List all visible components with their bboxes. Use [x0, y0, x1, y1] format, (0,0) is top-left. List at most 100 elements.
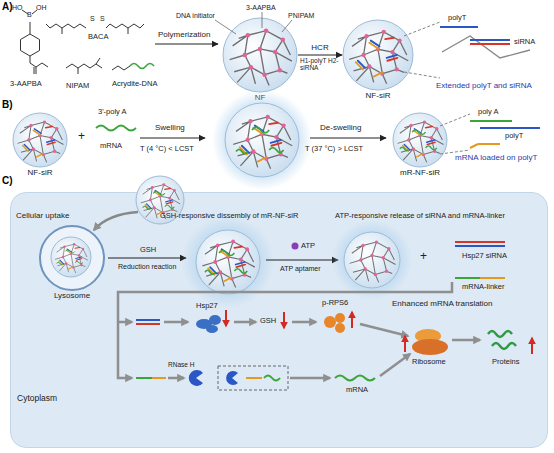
text-label: BACA — [88, 33, 108, 41]
text-label: Hsp27 — [196, 302, 218, 310]
text-label: PNIPAM — [288, 12, 314, 19]
polymerization-arrow — [155, 43, 218, 44]
particle — [51, 237, 91, 277]
particle-body — [393, 113, 447, 167]
text-label: OH — [36, 4, 47, 11]
nanoparticle: NF-siR — [12, 112, 68, 168]
mrna-strand — [96, 126, 136, 131]
hydrogel-network — [202, 240, 254, 288]
deswelling-arrow — [310, 137, 386, 138]
sirna-icon — [136, 323, 160, 325]
text-label: + — [78, 130, 85, 143]
aapba-bonds — [22, 10, 48, 74]
text-label: GSH-responsive dissembly of mR-NF-siR — [160, 212, 298, 220]
nanoparticle: NF-siR — [342, 19, 414, 91]
pathway-arrow — [380, 354, 410, 376]
hydrogel-network — [350, 240, 396, 282]
level-arrows — [226, 310, 532, 354]
down-arrow — [225, 310, 227, 326]
pathway-arrow — [164, 321, 188, 324]
down-arrow — [283, 312, 285, 328]
linker-strand — [455, 277, 480, 279]
hydrogel-network — [18, 120, 64, 162]
text-label: mRNA — [100, 142, 122, 150]
nipam-bonds — [66, 58, 102, 74]
text-label: Acrydite-DNA — [112, 80, 157, 88]
gsh-arrow — [108, 257, 186, 258]
sirna-strand — [455, 245, 505, 247]
protein-blob — [324, 316, 336, 328]
text-label: mRNA loaded on polyT — [455, 154, 537, 162]
protein-blob — [206, 325, 218, 333]
swollen-glow — [332, 220, 412, 300]
hydrogel-network — [233, 115, 292, 169]
cytoplasm-band: CytoplasmLysosome — [10, 192, 548, 448]
mrna-icon — [335, 376, 375, 381]
text-label: 3-AAPBA — [246, 4, 276, 11]
polyt-strand — [480, 127, 540, 129]
text-label: ATP — [301, 242, 315, 250]
text-label: GSH — [260, 317, 276, 325]
protein-blob — [196, 319, 212, 329]
sirna-strands — [59, 247, 82, 269]
linker-strand — [480, 277, 505, 279]
text-label: Extended polyT and siRNA — [436, 82, 532, 90]
up-arrow — [404, 336, 406, 352]
sirna-strand — [455, 241, 505, 243]
particle — [196, 230, 260, 294]
protein-blob — [335, 323, 345, 333]
polyt-strand — [440, 26, 478, 28]
sirna-icon — [136, 319, 160, 321]
zoom-lines — [404, 22, 440, 78]
sirna-strand — [470, 43, 510, 45]
hsp27-protein — [196, 315, 221, 333]
text-label: DNA initiator — [176, 12, 215, 19]
text-label: ATP-responsive release of siRNA and mRNA… — [335, 212, 505, 220]
sirna-strand — [470, 39, 510, 41]
text-label: + — [420, 250, 427, 263]
sirna-strands — [208, 247, 245, 282]
circle-outline — [342, 19, 414, 91]
circle-outline — [12, 112, 68, 168]
linker-icon — [152, 377, 166, 379]
text-label: RNase H — [168, 362, 194, 369]
text-label: De-swelling — [320, 124, 361, 132]
atp-dot — [292, 243, 299, 250]
text-label: ATP aptamer — [280, 265, 321, 272]
dna-strand — [130, 64, 154, 69]
hydrogel-network — [55, 243, 88, 273]
text-label: p-RPS6 — [322, 299, 348, 307]
sirna-strand — [470, 144, 500, 148]
text-label: Enhanced mRNA translation — [392, 300, 493, 308]
sirna-strands — [403, 127, 435, 157]
ribosome-subunit — [412, 339, 448, 355]
text-label: NIPAM — [66, 82, 89, 90]
node-label: NF-siR — [28, 169, 53, 178]
pathway-arrow — [452, 339, 480, 342]
hydrogel-network — [398, 120, 444, 162]
edge-label: HCR — [311, 44, 328, 52]
text-label: B — [27, 11, 32, 18]
lysosome-circle: Lysosome — [39, 225, 105, 291]
rnase-h-icon — [226, 371, 238, 385]
text-label: mRNA — [346, 386, 368, 394]
pathway-arrow — [168, 377, 184, 380]
linker-icon — [136, 377, 152, 379]
pathway-arrow — [290, 377, 330, 380]
circle-outline — [222, 17, 298, 93]
swollen-glow — [182, 216, 274, 308]
panel-label: C) — [2, 176, 13, 187]
particle-body — [223, 18, 297, 92]
text-label: T (37 °C) > LCST — [305, 145, 363, 153]
text-label: 3-AAPBA — [10, 80, 42, 88]
pathway-arrow — [118, 321, 132, 324]
text-label: Reduction reaction — [118, 263, 176, 270]
swelling-arrow — [140, 137, 205, 138]
swollen-glow — [212, 90, 312, 190]
protein-helix — [492, 343, 516, 349]
node-label: Lysosome — [54, 292, 90, 301]
text-label: Polymerization — [158, 31, 210, 39]
text-label: poly A — [478, 108, 498, 116]
